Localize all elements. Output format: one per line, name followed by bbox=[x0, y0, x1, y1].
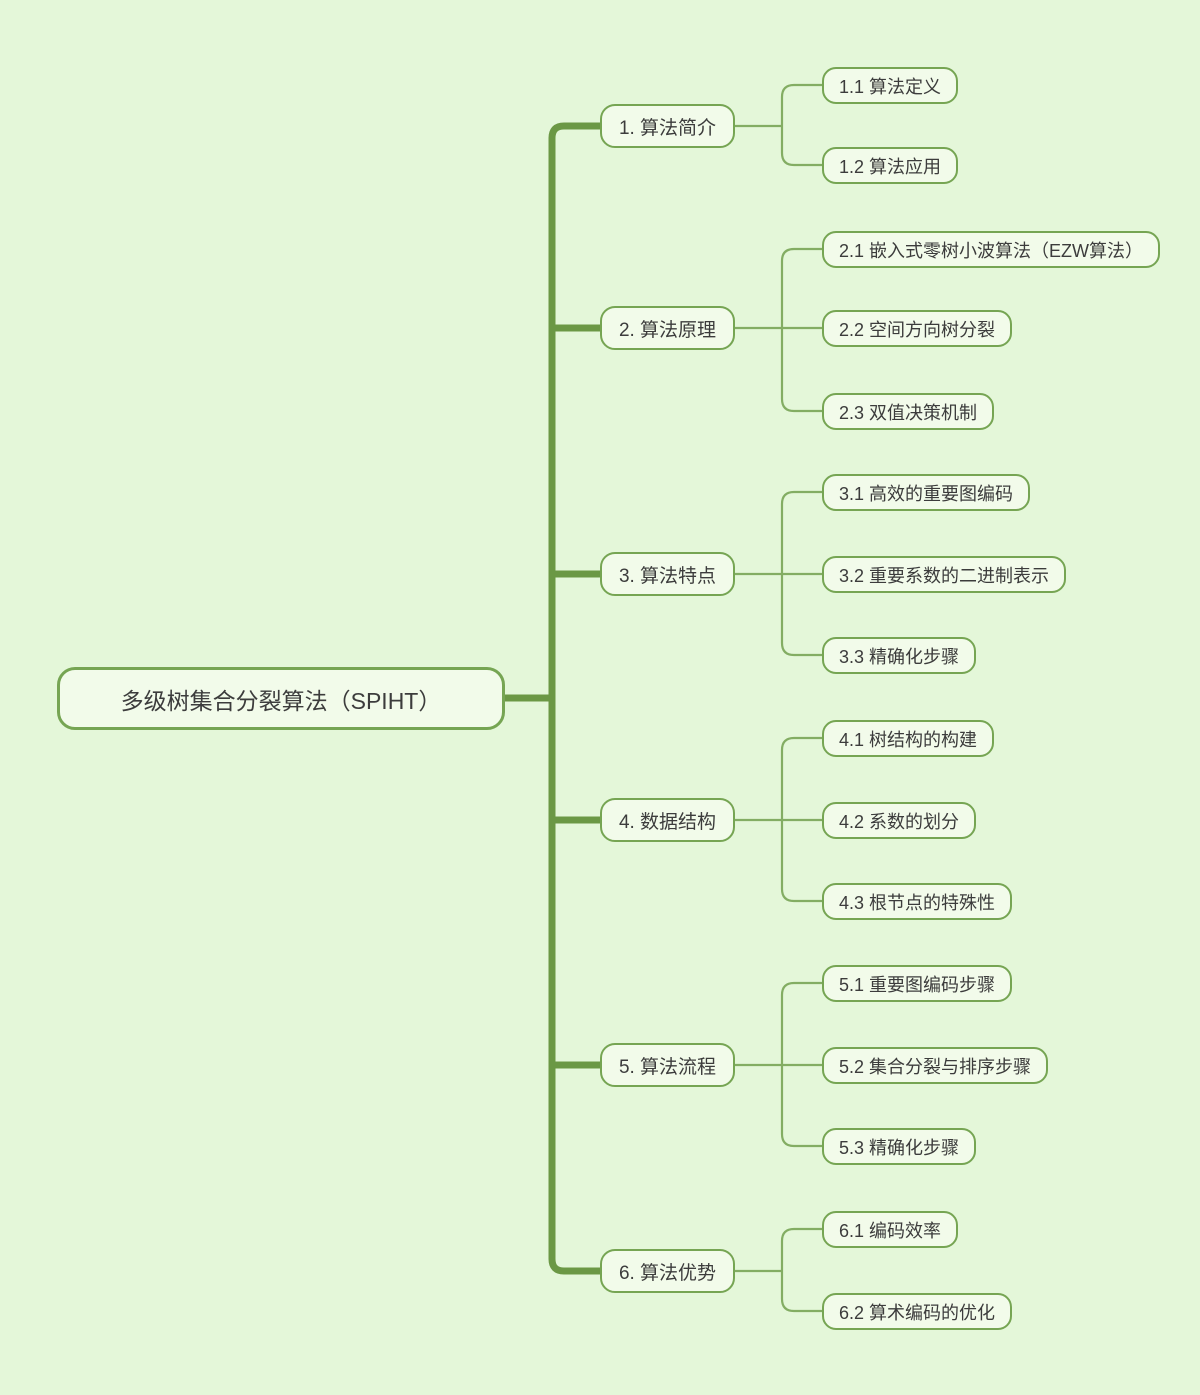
root-topic[interactable]: 多级树集合分裂算法（SPIHT） bbox=[57, 667, 505, 730]
branch2-rail-connector bbox=[780, 247, 822, 413]
branch3-rail-connector bbox=[780, 490, 822, 657]
subtopic-3-2[interactable]: 3.2 重要系数的二进制表示 bbox=[822, 556, 1067, 593]
subtopic-5-3[interactable]: 5.3 精确化步骤 bbox=[822, 1128, 977, 1165]
main-topic-4[interactable]: 4. 数据结构 bbox=[600, 798, 735, 842]
branch1-rail-connector bbox=[780, 83, 822, 167]
subtopic-5-1[interactable]: 5.1 重要图编码步骤 bbox=[822, 965, 1013, 1002]
subtopic-4-3[interactable]: 4.3 根节点的特殊性 bbox=[822, 883, 1013, 920]
subtopic-6-1[interactable]: 6.1 编码效率 bbox=[822, 1211, 959, 1248]
subtopic-1-2[interactable]: 1.2 算法应用 bbox=[822, 147, 959, 184]
subtopic-2-2[interactable]: 2.2 空间方向树分裂 bbox=[822, 310, 1013, 347]
branch6-rail-connector bbox=[780, 1227, 822, 1313]
subtopic-6-2[interactable]: 6.2 算术编码的优化 bbox=[822, 1293, 1013, 1330]
subtopic-4-1[interactable]: 4.1 树结构的构建 bbox=[822, 720, 995, 757]
main-topic-2[interactable]: 2. 算法原理 bbox=[600, 306, 735, 350]
subtopic-2-1[interactable]: 2.1 嵌入式零树小波算法（EZW算法） bbox=[822, 231, 1161, 268]
subtopic-3-1[interactable]: 3.1 高效的重要图编码 bbox=[822, 474, 1031, 511]
subtopic-1-1[interactable]: 1.1 算法定义 bbox=[822, 67, 959, 104]
subtopic-3-3[interactable]: 3.3 精确化步骤 bbox=[822, 637, 977, 674]
main-topic-1[interactable]: 1. 算法简介 bbox=[600, 104, 735, 148]
main-topic-3[interactable]: 3. 算法特点 bbox=[600, 552, 735, 596]
trunk-spine-connector bbox=[548, 122, 600, 1275]
branch4-rail-connector bbox=[780, 736, 822, 903]
subtopic-4-2[interactable]: 4.2 系数的划分 bbox=[822, 802, 977, 839]
branch5-rail-connector bbox=[780, 981, 822, 1148]
subtopic-5-2[interactable]: 5.2 集合分裂与排序步骤 bbox=[822, 1047, 1049, 1084]
main-topic-5[interactable]: 5. 算法流程 bbox=[600, 1043, 735, 1087]
main-topic-6[interactable]: 6. 算法优势 bbox=[600, 1249, 735, 1293]
subtopic-2-3[interactable]: 2.3 双值决策机制 bbox=[822, 393, 995, 430]
